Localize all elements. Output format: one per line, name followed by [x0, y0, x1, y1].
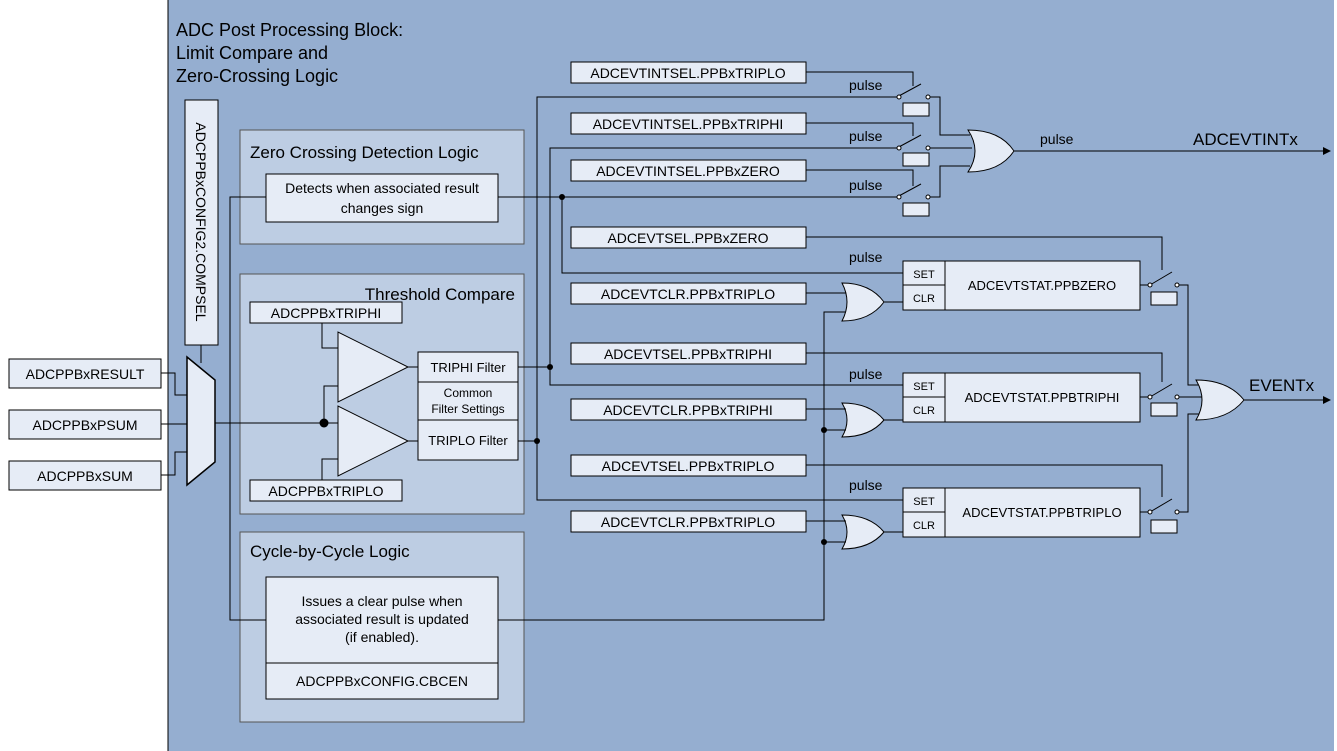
triphi-filter-label: TRIPHI Filter: [430, 360, 506, 375]
output-interrupt-label: ADCEVTINTx: [1193, 130, 1298, 149]
intsel-zero-label: ADCEVTINTSEL.PPBxZERO: [596, 163, 780, 179]
triplo-filter-label: TRIPLO Filter: [428, 433, 508, 448]
triplo-filter-box: [417, 419, 519, 461]
triplo-register-label: ADCPPBxTRIPLO: [268, 483, 383, 499]
cbc-desc-line-1: Issues a clear pulse when: [301, 593, 462, 609]
triplo-comparator: [337, 405, 410, 477]
zero-crossing-title: Zero Crossing Detection Logic: [250, 143, 479, 162]
pulse-label-6: pulse: [849, 477, 883, 493]
status-triplo-label: ADCEVTSTAT.PPBTRIPLO: [962, 505, 1121, 520]
input-psum-label: ADCPPBxPSUM: [32, 417, 137, 433]
input-result-label: ADCPPBxRESULT: [26, 366, 145, 382]
pulse-label-int-out: pulse: [1040, 131, 1074, 147]
status-triphi-clr: CLR: [913, 405, 935, 417]
input-psum-box: [8, 409, 162, 440]
status-zero-set: SET: [913, 269, 935, 281]
triphi-register-box: [249, 301, 403, 324]
event-or-gate: [1195, 379, 1245, 421]
interrupt-or-gate: [967, 129, 1015, 173]
cbc-desc-line-2: associated result is updated: [295, 611, 469, 627]
evtsel-triplo-label: ADCEVTSEL.PPBxTRIPLO: [602, 458, 775, 474]
status-latch-triphi: SET CLR ADCEVTSTAT.PPBTRIPHI: [902, 372, 1141, 423]
intsel-triphi-label: ADCEVTINTSEL.PPBxTRIPHI: [593, 116, 784, 132]
common-filter-line-1: Common: [444, 386, 493, 400]
input-mux: [186, 355, 216, 487]
zero-detector-line-1: Detects when associated result: [285, 180, 479, 196]
cbc-desc-line-3: (if enabled).: [345, 629, 419, 645]
input-sum-box: [8, 460, 162, 491]
panel-title-line-3: Zero-Crossing Logic: [176, 66, 338, 86]
common-filter-line-2: Filter Settings: [431, 402, 504, 416]
clr-or-gate-triphi: [841, 402, 885, 438]
switch-symbols: [880, 83, 1180, 515]
clr-or-gate-zero: [841, 282, 885, 322]
switch-boxes: [902, 102, 1178, 534]
triphi-register-label: ADCPPBxTRIPHI: [271, 305, 381, 321]
status-latch-zero: SET CLR ADCEVTSTAT.PPBZERO: [902, 260, 1141, 311]
cbc-enable-label: ADCPPBxCONFIG.CBCEN: [296, 673, 468, 689]
evtsel-triphi-label: ADCEVTSEL.PPBxTRIPHI: [604, 346, 772, 362]
evtclr-triphi-label: ADCEVTCLR.PPBxTRIPHI: [603, 402, 773, 418]
evtsel-zero-label: ADCEVTSEL.PPBxZERO: [607, 230, 768, 246]
common-filter-box: [417, 381, 519, 421]
pulse-label-3: pulse: [849, 177, 883, 193]
output-event-label: EVENTx: [1249, 376, 1315, 395]
status-triplo-clr: CLR: [913, 520, 935, 532]
status-latch-triplo: SET CLR ADCEVTSTAT.PPBTRIPLO: [902, 487, 1141, 538]
mux-select-box: [184, 99, 219, 346]
pulse-label-1: pulse: [849, 77, 883, 93]
event-register-boxes: ADCEVTSEL.PPBxZERO ADCEVTCLR.PPBxTRIPLO …: [570, 226, 807, 533]
threshold-title: Threshold Compare: [365, 285, 515, 304]
zero-detector-box: [265, 173, 499, 223]
status-triphi-set: SET: [913, 381, 935, 393]
evtclr-triplo-1-label: ADCEVTCLR.PPBxTRIPLO: [601, 286, 775, 302]
evtclr-triplo-2-label: ADCEVTCLR.PPBxTRIPLO: [601, 514, 775, 530]
interrupt-select-boxes: ADCEVTINTSEL.PPBxTRIPLO ADCEVTINTSEL.PPB…: [570, 61, 807, 182]
panel-title-line-2: Limit Compare and: [176, 43, 328, 63]
input-result-box: [8, 358, 162, 389]
mux-select-label: ADCPPBxCONFIG2.COMPSEL: [193, 122, 209, 321]
clr-or-gate-triplo: [841, 514, 885, 550]
status-triphi-label: ADCEVTSTAT.PPBTRIPHI: [965, 390, 1120, 405]
status-triplo-set: SET: [913, 496, 935, 508]
status-zero-label: ADCEVTSTAT.PPBZERO: [968, 278, 1116, 293]
cbc-enable-box: [265, 662, 499, 700]
pulse-label-2: pulse: [849, 128, 883, 144]
cbc-title: Cycle-by-Cycle Logic: [250, 542, 410, 561]
zero-detector-line-2: changes sign: [341, 200, 424, 216]
status-zero-clr: CLR: [913, 293, 935, 305]
pulse-label-4: pulse: [849, 249, 883, 265]
pulse-label-5: pulse: [849, 366, 883, 382]
intsel-triplo-label: ADCEVTINTSEL.PPBxTRIPLO: [590, 65, 785, 81]
junction-dots: [319, 194, 827, 545]
input-sum-label: ADCPPBxSUM: [37, 468, 133, 484]
triphi-comparator: [337, 331, 410, 403]
triplo-register-box: [249, 479, 403, 502]
panel-title-line-1: ADC Post Processing Block:: [176, 20, 403, 40]
cbc-desc-box: [265, 576, 499, 664]
